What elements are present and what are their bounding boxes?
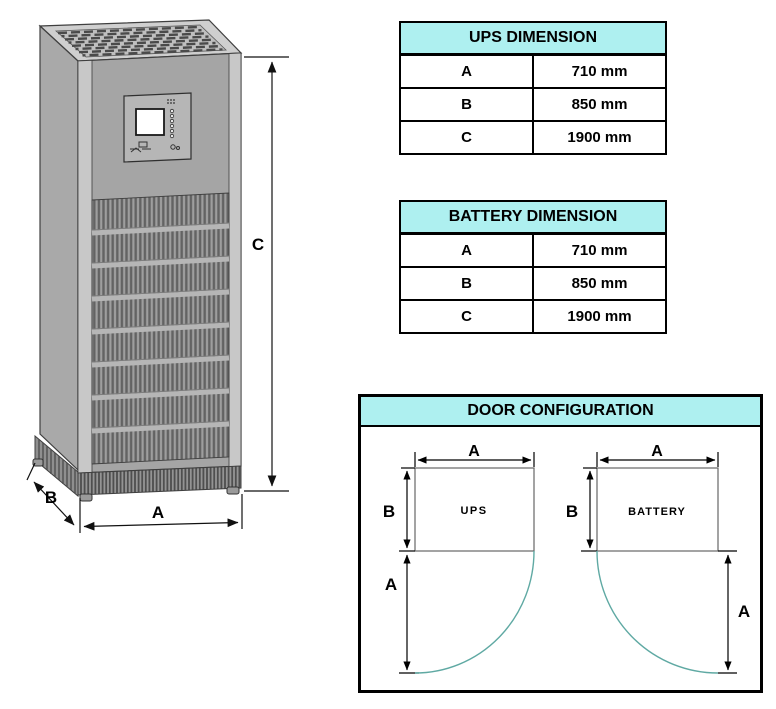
door-configuration-title: DOOR CONFIGURATION: [361, 397, 760, 427]
dimension-height-C: [244, 56, 289, 492]
front-left-trim: [77, 59, 93, 474]
battery-door-diagram: A B A BATTERY: [566, 443, 750, 674]
cabinet-left-plinth: [34, 434, 79, 498]
dim-label: C: [399, 120, 534, 155]
table-row: B 850 mm: [399, 266, 667, 301]
dimension-depth-B: [26, 462, 75, 526]
ups-door-name: UPS: [460, 505, 487, 517]
ups-door-width-label: A: [468, 443, 480, 460]
control-panel: [123, 92, 192, 163]
mimic-diagram: [130, 141, 180, 153]
dim-label: B: [399, 87, 534, 122]
dim-value: 710 mm: [532, 232, 667, 268]
cabinet-feet: [32, 458, 240, 502]
dim-label-A: A: [152, 503, 164, 522]
table-row: C 1900 mm: [399, 120, 667, 155]
dimension-width-A: [79, 494, 243, 533]
ups-door-swing-arc: [414, 550, 535, 674]
table-row: A 710 mm: [399, 232, 667, 268]
battery-door-swing-label: A: [738, 602, 750, 621]
table-row: A 710 mm: [399, 53, 667, 89]
panel-dots: [167, 99, 175, 104]
front-right-trim: [228, 52, 242, 468]
ups-door-height-label: B: [383, 502, 395, 521]
dim-label: A: [399, 232, 534, 268]
dim-label-B: B: [45, 488, 57, 507]
battery-table-title: BATTERY DIMENSION: [399, 200, 667, 235]
cabinet-front: [77, 52, 242, 474]
dim-value: 710 mm: [532, 53, 667, 89]
battery-door-swing-arc: [596, 550, 719, 674]
battery-dimension-table: BATTERY DIMENSION A 710 mm B 850 mm C 19…: [399, 200, 667, 334]
dim-value: 1900 mm: [532, 120, 667, 155]
front-vent-grille: [91, 192, 230, 465]
dim-label: A: [399, 53, 534, 89]
table-row: B 850 mm: [399, 87, 667, 122]
ups-door-diagram: A B A UPS: [383, 443, 535, 674]
ups-cabinet-drawing: C A B: [26, 19, 289, 533]
dim-label: C: [399, 299, 534, 334]
cabinet-roof: [38, 19, 243, 62]
dim-value: 1900 mm: [532, 299, 667, 334]
table-row: C 1900 mm: [399, 299, 667, 334]
cabinet-front-plinth: [77, 465, 242, 496]
door-configuration-diagram: A B A UPS: [383, 443, 750, 674]
dim-label-C: C: [252, 235, 264, 254]
dim-value: 850 mm: [532, 87, 667, 122]
dim-value: 850 mm: [532, 266, 667, 301]
dim-label: B: [399, 266, 534, 301]
battery-door-height-label: B: [566, 502, 578, 521]
battery-door-name: BATTERY: [628, 506, 686, 518]
lcd-screen: [135, 108, 165, 136]
ups-table-title: UPS DIMENSION: [399, 21, 667, 56]
cabinet-left-side: [39, 24, 79, 472]
led-indicators: [169, 108, 175, 139]
ups-door-swing-label: A: [385, 575, 397, 594]
battery-door-width-label: A: [651, 443, 663, 460]
ups-dimension-table: UPS DIMENSION A 710 mm B 850 mm C 1900 m…: [399, 21, 667, 155]
door-configuration-panel: DOOR CONFIGURATION A: [358, 394, 763, 693]
